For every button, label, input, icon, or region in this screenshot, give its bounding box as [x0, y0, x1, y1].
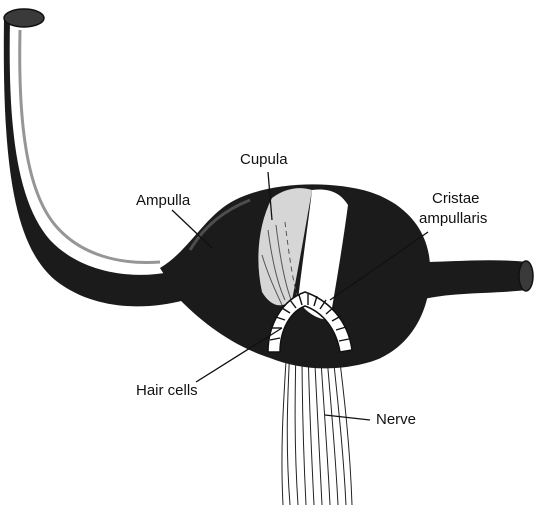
nerve-fibers [282, 345, 352, 505]
ampulla-label: Ampulla [136, 192, 191, 209]
cupula-label: Cupula [240, 151, 288, 168]
right-canal-tube [420, 260, 528, 300]
right-canal-opening [519, 261, 533, 291]
nerve-label: Nerve [376, 411, 416, 428]
cristae-label-line2: ampullaris [419, 210, 487, 227]
cristae-label-line1: Cristae [432, 190, 480, 207]
hair-cells-label: Hair cells [136, 382, 198, 399]
canal-opening [4, 9, 44, 27]
